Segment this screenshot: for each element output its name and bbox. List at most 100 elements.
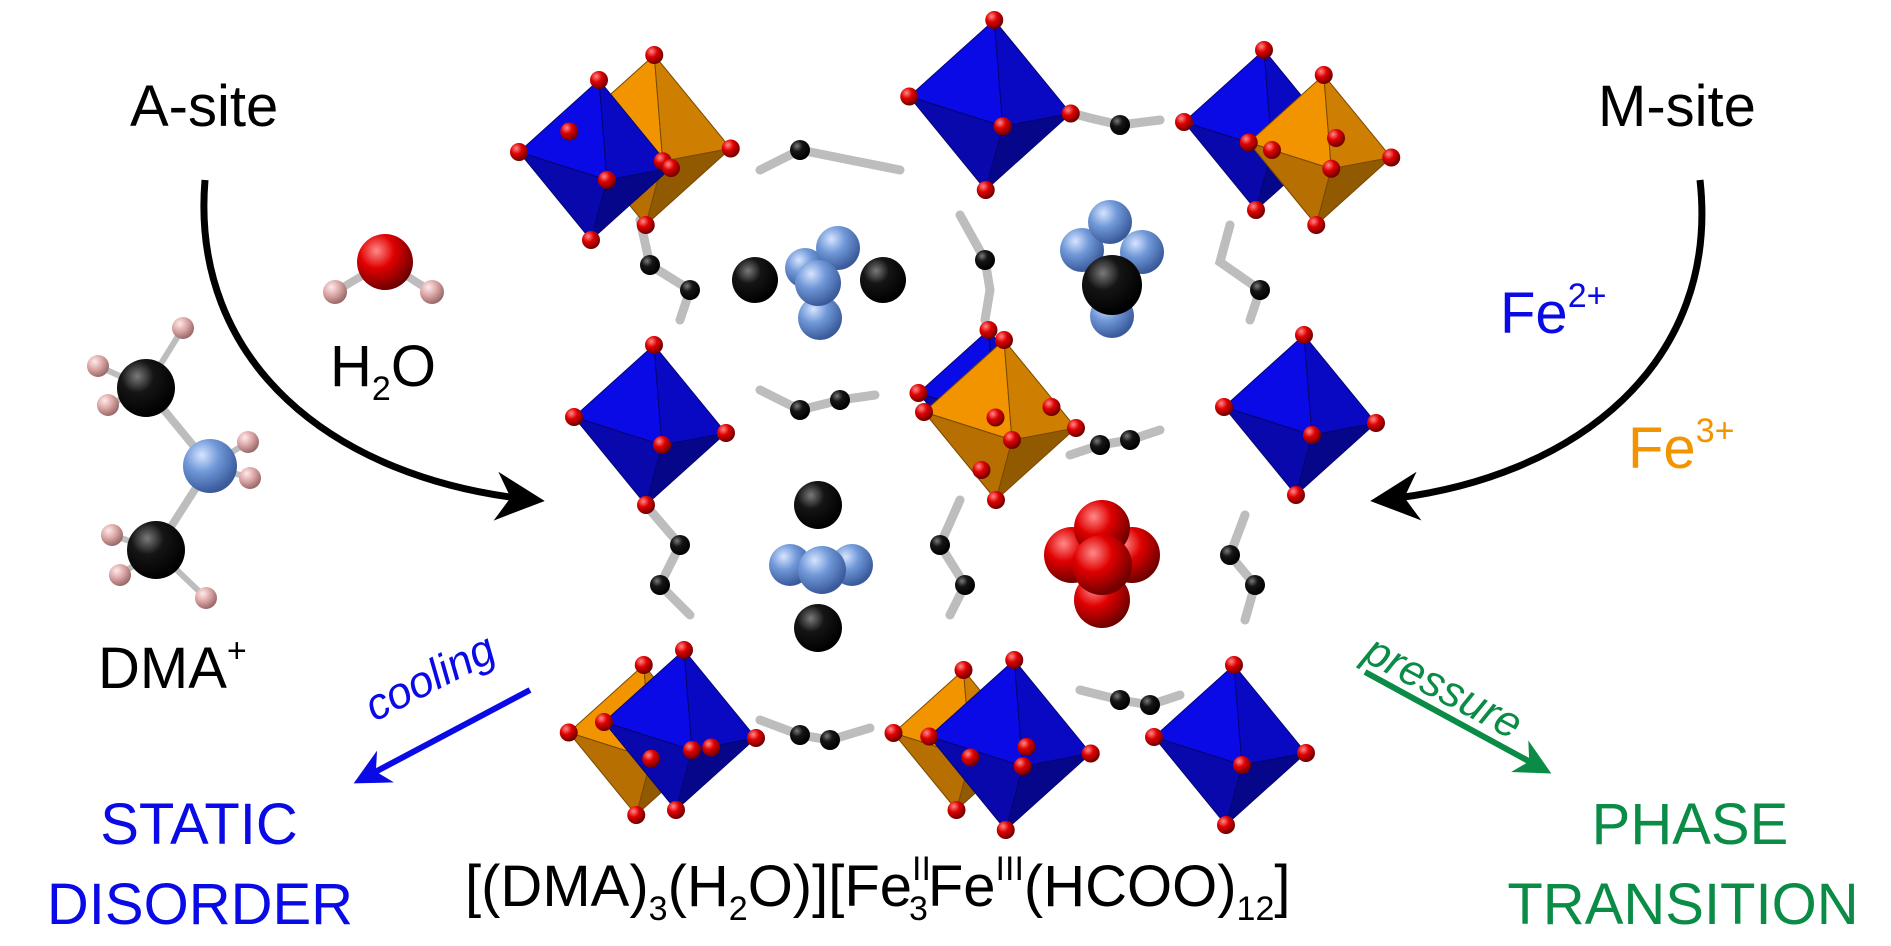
guest-nitrogen — [795, 260, 841, 306]
oxygen-atom — [683, 741, 701, 759]
oxygen-atom — [510, 143, 528, 161]
oxygen-atom — [993, 117, 1012, 136]
oxygen-atom — [1247, 201, 1265, 219]
linker-11 — [1075, 685, 1185, 710]
carbon-atom — [1090, 435, 1110, 455]
oxygen-atom — [996, 821, 1015, 839]
oxygen-atom — [559, 723, 578, 742]
oxygen-atom — [1017, 738, 1036, 756]
guest-carbon — [794, 481, 842, 529]
oxygen-atom — [1217, 816, 1235, 834]
oxygen-atom — [1295, 326, 1313, 344]
oxygen-atom — [645, 336, 663, 354]
guest-oxygen — [1072, 535, 1132, 595]
oxygen-atom — [662, 159, 680, 177]
oxygen-atom — [986, 408, 1005, 427]
oxygen-atom — [972, 461, 991, 479]
linker-9 — [1224, 510, 1260, 625]
guest-nitrogen — [816, 226, 860, 270]
oxygen-atom — [1003, 431, 1021, 449]
oxygen-atom — [900, 87, 919, 106]
carbon-atom — [930, 535, 950, 555]
guest-carbon — [1082, 255, 1142, 315]
oxygen-atom — [909, 384, 928, 402]
oxygen-atom — [979, 321, 998, 339]
linker-4 — [1214, 220, 1266, 325]
oxygen-atom — [947, 801, 966, 819]
linker-6 — [1065, 425, 1165, 460]
oxygen-atom — [1303, 426, 1321, 444]
carbon-atom — [790, 725, 810, 745]
octahedron-8 — [1222, 333, 1378, 497]
cooling-arrow — [353, 687, 532, 784]
chemical-formula: [(DMA)3(H2O)][FeII3FeIII(HCOO)12] — [465, 850, 1291, 928]
phase-label-line1: PHASE — [1591, 792, 1789, 857]
oxygen-atom — [1225, 656, 1243, 674]
oxygen-atom — [675, 641, 693, 659]
linker-2 — [635, 215, 696, 325]
oxygen-atom — [1314, 66, 1333, 84]
oxygen-atom — [627, 806, 646, 824]
a-site-arrow — [200, 179, 545, 521]
dma-label: DMA+ — [98, 632, 247, 701]
octahedron-10 — [602, 648, 758, 812]
octahedron-5 — [572, 343, 728, 507]
octahedron-2 — [907, 18, 1073, 192]
oxygen-atom — [1307, 216, 1326, 234]
guest-carbon — [860, 257, 906, 303]
m-site-label: M-site — [1598, 74, 1756, 139]
oxygen-atom — [653, 436, 671, 454]
octahedron-12 — [927, 658, 1093, 832]
oxygen-atom — [915, 403, 933, 421]
oxygen-atom — [1013, 757, 1032, 776]
oxygen-atom — [636, 216, 655, 234]
oxygen-atom — [1322, 159, 1341, 178]
oxygen-atom — [1067, 419, 1085, 437]
oxygen-atom — [1287, 486, 1305, 504]
oxygen-atom — [1042, 398, 1061, 416]
oxygen-atom — [1367, 414, 1385, 432]
oxygen-atom — [642, 749, 661, 768]
oxygen-atom — [920, 727, 939, 746]
a-site-label: A-site — [130, 74, 279, 139]
guest-nitrogen — [798, 546, 846, 594]
oxygen-atom — [595, 713, 613, 731]
linker-0 — [755, 145, 905, 175]
fe2-label: Fe2+ — [1500, 277, 1607, 346]
static-label-line1: STATIC — [100, 792, 298, 857]
linker-10 — [755, 715, 875, 745]
oxygen-atom — [1081, 744, 1100, 763]
phase-label-line2: TRANSITION — [1507, 872, 1859, 937]
carbon-atom — [955, 575, 975, 595]
oxygen-atom — [717, 424, 735, 442]
oxygen-atom — [634, 656, 653, 674]
carbon-atom — [1250, 280, 1270, 300]
carbon-atom — [1120, 430, 1140, 450]
water-molecule — [323, 234, 444, 304]
carbon-atom — [1110, 115, 1130, 135]
oxygen-atom — [1263, 141, 1281, 159]
linker-5 — [755, 385, 880, 415]
oxygen-atom — [961, 748, 980, 767]
oxygen-atom — [1233, 756, 1251, 774]
oxygen-atom — [976, 181, 995, 199]
oxygen-atom — [565, 408, 583, 426]
carbon-atom — [1220, 545, 1240, 565]
oxygen-atom — [1145, 728, 1163, 746]
oxygen-atom — [1382, 148, 1401, 167]
carbon-atom — [830, 390, 850, 410]
oxygen-atom — [985, 11, 1004, 29]
water-label: H2O — [330, 334, 436, 408]
oxygen-atom — [590, 71, 608, 89]
carbon-atom — [975, 250, 995, 270]
pressure-arrow — [1363, 669, 1552, 774]
oxygen-atom — [1175, 113, 1193, 131]
oxygen-atom — [598, 171, 616, 189]
oxygen-atom — [1005, 651, 1024, 669]
oxygen-atom — [702, 738, 721, 757]
m-site-arrow — [1370, 179, 1706, 521]
atoms — [510, 11, 1401, 839]
oxygen-atom — [1255, 41, 1273, 59]
oxygen-atom — [954, 661, 973, 679]
